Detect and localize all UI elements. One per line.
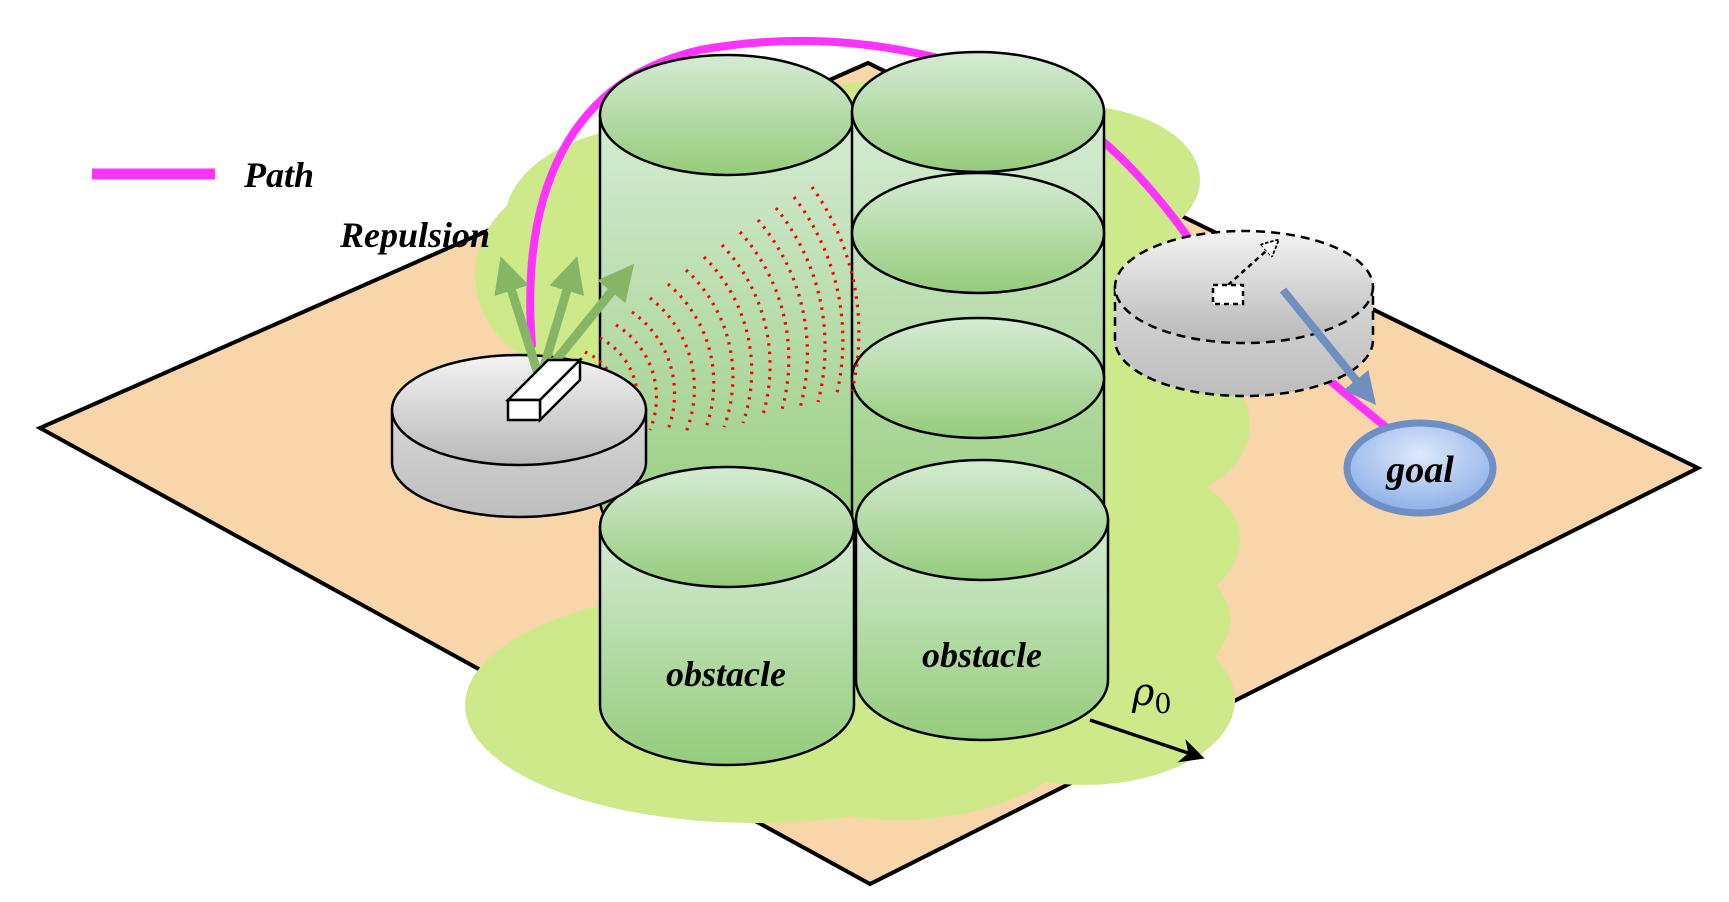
goal-marker xyxy=(1343,419,1497,517)
sensor-rays xyxy=(569,186,861,433)
obstacle-label-left: obstacle xyxy=(666,654,786,694)
rho-label: ρ0 xyxy=(1131,670,1172,720)
legend: Path xyxy=(92,155,314,195)
obstacle-cylinder-front-left xyxy=(598,465,856,767)
obstacle-label-right: obstacle xyxy=(922,635,1042,675)
motion-arrow xyxy=(1279,287,1377,405)
legend-path-label: Path xyxy=(243,155,314,195)
ghost-robot-icon xyxy=(1113,229,1375,398)
obstacle-cylinder-right-column xyxy=(850,50,1106,582)
goal-label: goal xyxy=(1385,449,1454,491)
mobile-robot-icon xyxy=(390,353,648,519)
lidar-sensor-icon xyxy=(504,356,584,424)
rho-arrow xyxy=(1089,718,1205,763)
repulsion-label: Repulsion xyxy=(339,215,490,255)
obstacle-cylinder-front-right xyxy=(854,458,1110,742)
ghost-sensor-icon xyxy=(1211,243,1275,306)
